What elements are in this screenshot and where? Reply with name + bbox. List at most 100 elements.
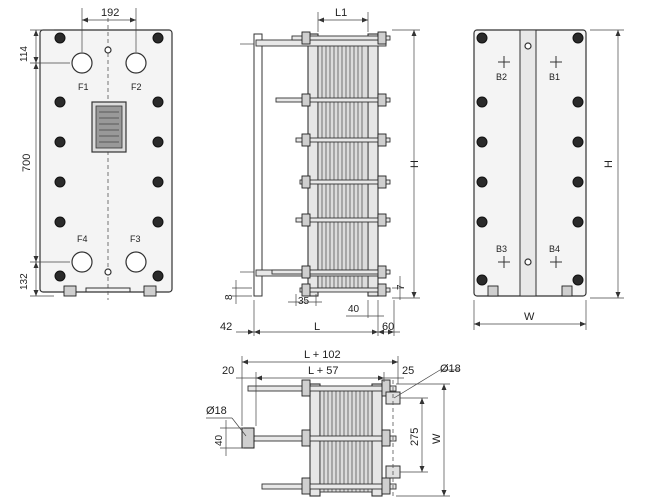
dim-40-top: 40 <box>214 434 225 446</box>
bolt-icon <box>152 270 164 282</box>
nut-icon <box>301 265 311 279</box>
bolt-icon <box>152 96 164 108</box>
dim-l-plus-57: L + 57 <box>308 365 338 377</box>
label-f2: F2 <box>131 82 142 92</box>
nut-icon <box>301 213 311 227</box>
dim-h-side: H <box>409 160 421 168</box>
port-f3-icon <box>125 251 147 273</box>
nut-icon <box>377 283 387 297</box>
tie-rod <box>291 35 391 41</box>
label-f1: F1 <box>78 82 89 92</box>
front-bottom-notch <box>85 287 131 292</box>
nut-icon <box>301 429 311 447</box>
top-tie-rod <box>247 385 397 392</box>
foot-left <box>63 285 77 297</box>
bolt-icon <box>572 136 584 148</box>
support-column <box>253 33 263 297</box>
bolt-icon <box>476 32 488 44</box>
bolt-icon <box>572 274 584 286</box>
tie-rod <box>271 269 391 275</box>
label-b4: B4 <box>549 244 560 254</box>
dim-dia18-right: Ø18 <box>440 363 461 375</box>
tie-rod <box>275 97 391 103</box>
guide-hole-icon <box>104 268 112 276</box>
nut-icon <box>301 379 311 397</box>
nut-icon <box>301 477 311 495</box>
nameplate-inner <box>95 105 123 149</box>
dim-192: 192 <box>101 7 119 19</box>
front-plate <box>39 29 173 293</box>
bolt-icon <box>54 270 66 282</box>
dim-132: 132 <box>19 273 30 290</box>
plate-pack <box>317 41 369 289</box>
dim-25: 25 <box>402 365 414 377</box>
dim-w-back: W <box>524 311 535 323</box>
dim-35: 35 <box>298 296 310 307</box>
top-tie-rod <box>261 483 397 490</box>
bolt-icon <box>476 136 488 148</box>
bolt-icon <box>572 32 584 44</box>
front-view: F1 F2 F4 F3 192 114 700 132 <box>19 7 173 300</box>
label-f3: F3 <box>130 234 141 244</box>
dim-700: 700 <box>21 154 33 172</box>
foot-left <box>487 285 499 297</box>
dim-h-back: H <box>603 160 615 168</box>
dim-20: 20 <box>222 365 234 377</box>
dim-l-plus-102: L + 102 <box>304 349 341 361</box>
port-f2-icon <box>125 52 147 74</box>
bolt-icon <box>54 32 66 44</box>
nut-icon <box>377 175 387 189</box>
nut-icon <box>301 133 311 147</box>
bolt-icon <box>476 274 488 286</box>
bolt-icon <box>54 176 66 188</box>
dim-40-side: 40 <box>348 304 360 315</box>
top-guide-bar <box>255 39 387 47</box>
nut-icon <box>377 93 387 107</box>
nut-icon <box>377 265 387 279</box>
tie-rod <box>299 287 391 293</box>
bolt-icon <box>54 136 66 148</box>
nut-icon <box>301 175 311 189</box>
bolt-icon <box>476 216 488 228</box>
nut-icon <box>301 93 311 107</box>
bolt-icon <box>572 216 584 228</box>
dim-42: 42 <box>220 321 232 333</box>
bolt-icon <box>476 96 488 108</box>
pressure-plate <box>367 33 379 297</box>
dim-l: L <box>314 321 320 333</box>
port-f1-icon <box>71 52 93 74</box>
dim-l1: L1 <box>335 7 347 19</box>
port-f4-icon <box>71 251 93 273</box>
dim-275: 275 <box>409 428 421 446</box>
back-view: B2 B1 B3 B4 H W <box>473 29 624 330</box>
bolt-icon <box>572 96 584 108</box>
bolt-icon <box>54 216 66 228</box>
bolt-icon <box>152 216 164 228</box>
label-f4: F4 <box>77 234 88 244</box>
nut-icon <box>381 477 391 495</box>
tie-rod <box>295 137 391 143</box>
guide-hole-icon <box>524 42 532 50</box>
guide-hole-icon <box>104 46 112 54</box>
tie-rod <box>295 217 391 223</box>
bolt-icon <box>152 32 164 44</box>
bolt-icon <box>152 176 164 188</box>
back-center-column <box>519 29 537 297</box>
top-tie-rod <box>243 435 397 442</box>
port-crosshair-icon <box>498 56 562 268</box>
dim-114: 114 <box>19 46 30 62</box>
bolt-icon <box>152 136 164 148</box>
dim-60: 60 <box>382 321 394 333</box>
top-view: L + 102 L + 57 20 25 Ø18 Ø18 40 275 W <box>206 349 461 498</box>
foot-right <box>561 285 573 297</box>
guide-hole-icon <box>524 258 532 266</box>
side-view: L1 H 7 8 35 40 42 L 60 <box>220 7 421 336</box>
nut-icon <box>377 31 387 45</box>
fixed-frame <box>307 33 319 297</box>
dim-7: 7 <box>396 284 407 290</box>
label-b1: B1 <box>549 72 560 82</box>
dim-w-top: W <box>431 433 443 444</box>
label-b3: B3 <box>496 244 507 254</box>
dim-dia18-left: Ø18 <box>206 405 227 417</box>
dim-8: 8 <box>224 294 235 300</box>
